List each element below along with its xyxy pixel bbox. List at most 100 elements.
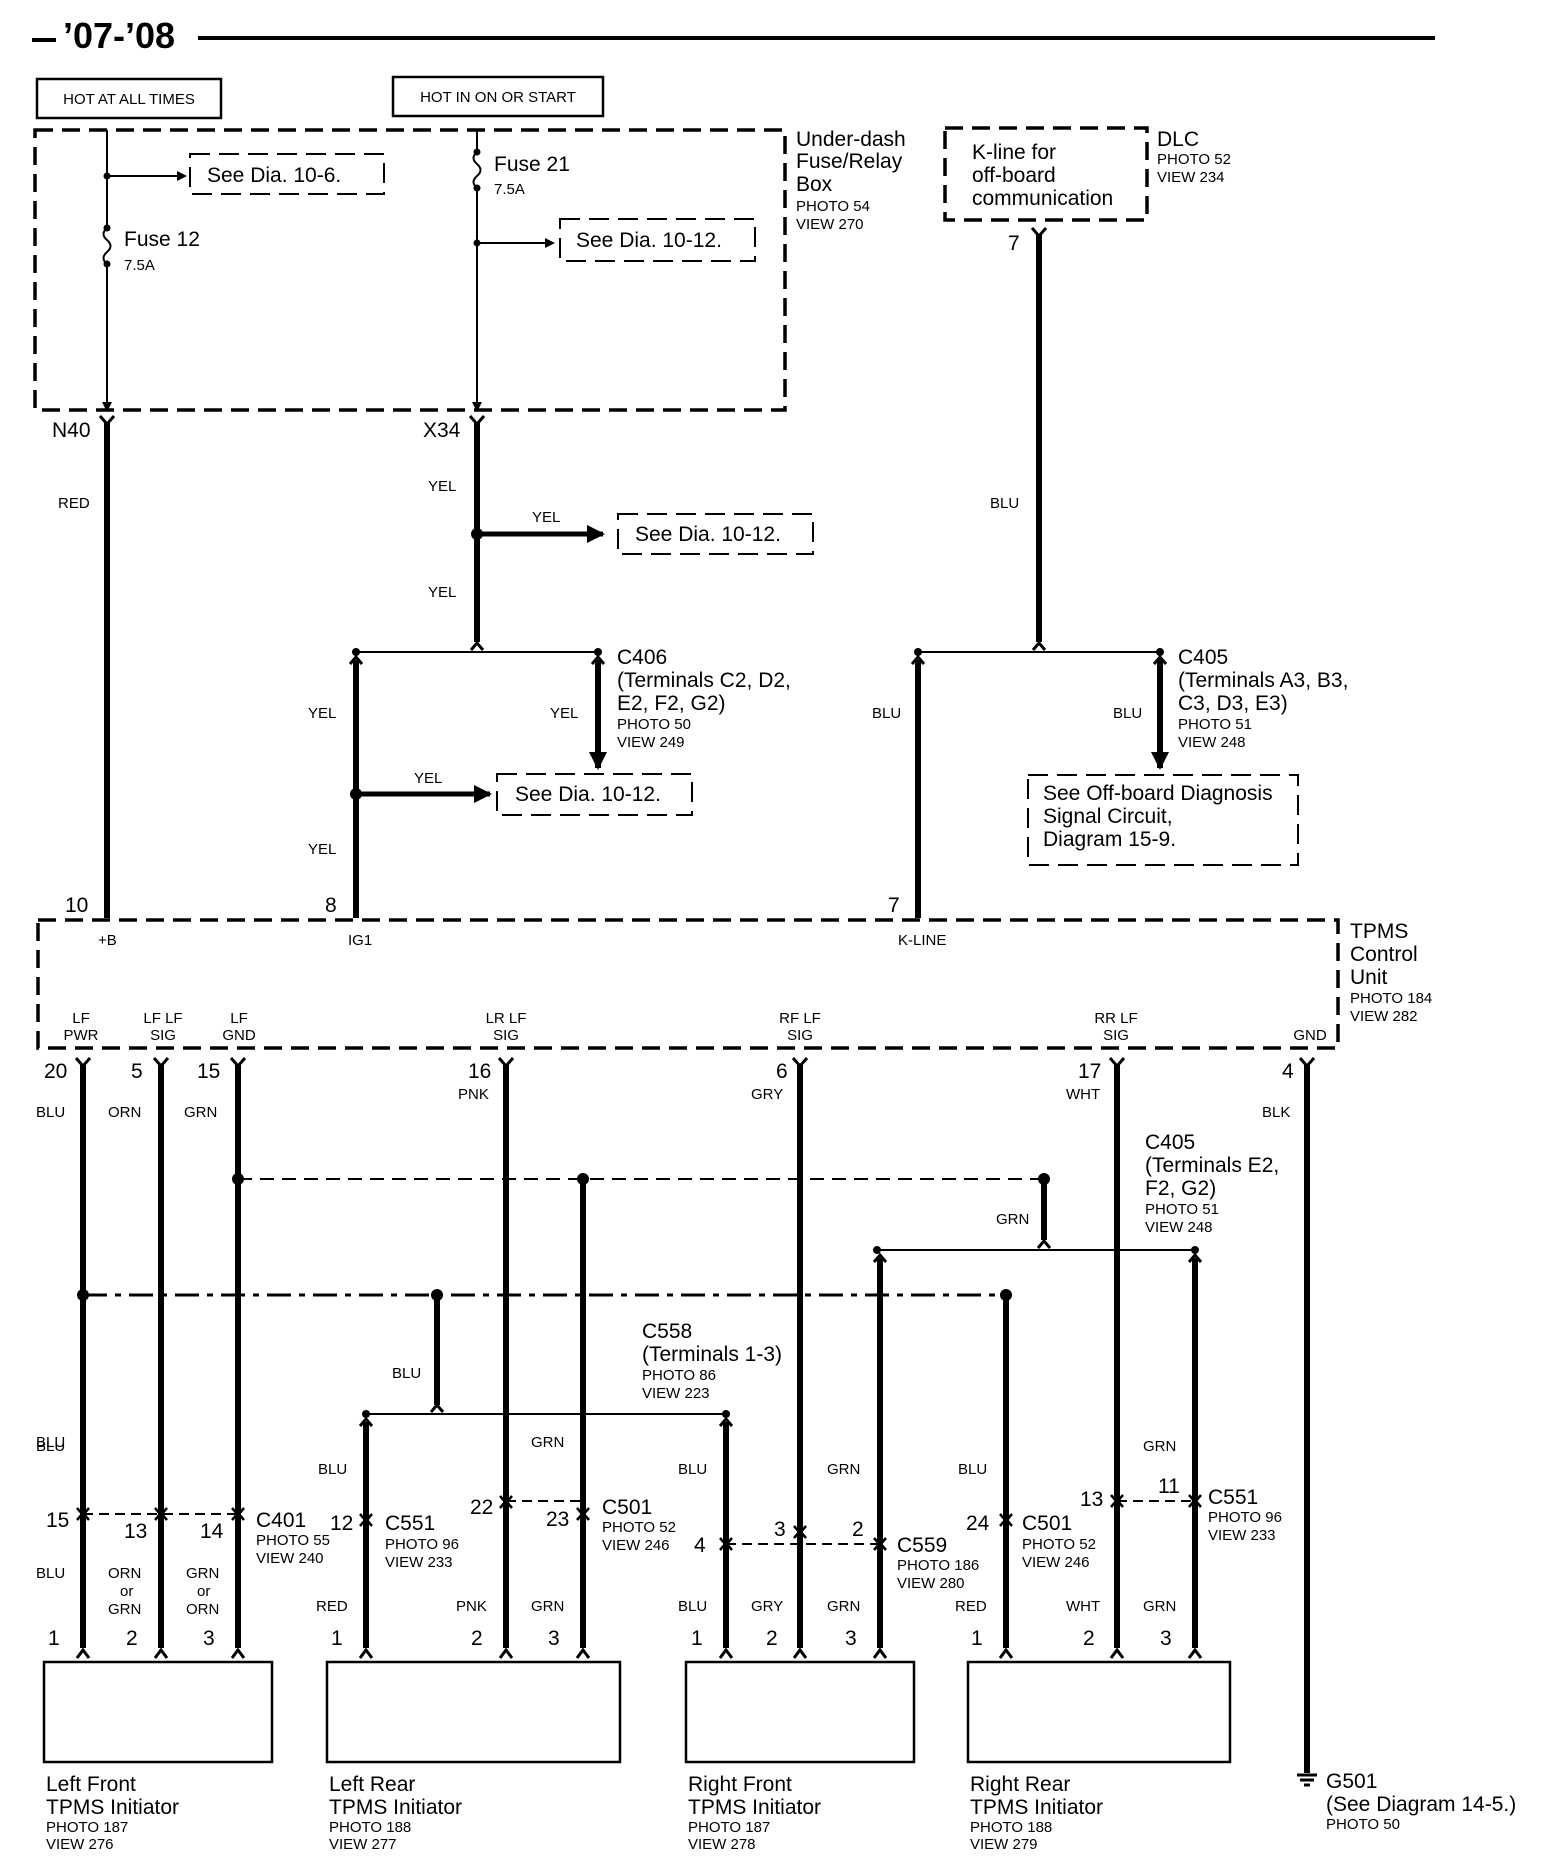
diagram-label: 1 (691, 1627, 703, 1650)
diagram-label: TPMS Initiator (329, 1796, 462, 1819)
c405b-name: C405 (1145, 1131, 1195, 1154)
diagram-label: TPMS (1350, 920, 1408, 943)
c501-right-name: C501 (1022, 1512, 1072, 1535)
diagram-label: Under-dash (796, 128, 906, 151)
diagram-label: 3 (845, 1627, 857, 1650)
diagram-label: (Terminals E2, (1145, 1154, 1279, 1177)
diagram-label: 1 (971, 1627, 983, 1650)
diagram-label: BLU (678, 1598, 707, 1615)
diagram-label: GRN (827, 1461, 860, 1478)
diagram-label: or (120, 1583, 133, 1600)
diagram-label: GRN (531, 1434, 564, 1451)
diagram-label: BLU (1113, 705, 1142, 722)
year-range: ’07-’08 (63, 15, 175, 56)
diagram-label: PHOTO 188 (329, 1819, 411, 1836)
diagram-label: 17 (1078, 1060, 1101, 1083)
dlc-connector: K-line for off-board communication DLC P… (943, 126, 1231, 255)
diagram-label: TPMS Initiator (46, 1796, 179, 1819)
diagram-label: PHOTO 52 (1157, 151, 1231, 168)
diagram-label: K-LINE (898, 932, 946, 949)
diagram-label: 4 (1282, 1060, 1294, 1083)
diagram-label: 2 (1083, 1627, 1095, 1650)
diagram-label: BLU (990, 495, 1019, 512)
diagram-label: (See Diagram 14-5.) (1326, 1793, 1516, 1816)
diagram-label: BLU (36, 1565, 65, 1582)
diagram-label: Box (796, 173, 833, 196)
diagram-label: 6 (776, 1060, 788, 1083)
hot-at-all-times-label: HOT AT ALL TIMES (35, 77, 223, 120)
diagram-label: 10 (65, 894, 88, 917)
diagram-label: RED (955, 1598, 987, 1615)
page-header: ’07-’08 (32, 15, 1435, 56)
diagram-label: VIEW 280 (897, 1575, 965, 1592)
terminal-n40: N40 (52, 419, 91, 442)
diagram-label: 14 (200, 1520, 224, 1543)
ig1-branch-ref: See Dia. 10-12. (515, 783, 661, 806)
diagram-label: GRN (531, 1598, 564, 1615)
diagram-label: HOT AT ALL TIMES (63, 91, 195, 108)
diagram-label: PHOTO 51 (1178, 716, 1252, 733)
diagram-label: or (197, 1583, 210, 1600)
initiator-right-front: 1 2 3 Right Front TPMS Initiator PHOTO 1… (684, 1627, 916, 1853)
c401-name: C401 (256, 1509, 306, 1532)
diagram-label: GRY (751, 1598, 783, 1615)
diagram-label: 3 (203, 1627, 215, 1650)
c559-name: C559 (897, 1534, 947, 1557)
diagram-label: ORN (108, 1565, 141, 1582)
ground-icon (1297, 1773, 1317, 1787)
diagram-label: VIEW 246 (1022, 1554, 1090, 1571)
diagram-label: GRN (1143, 1438, 1176, 1455)
diagram-label: TPMS Initiator (688, 1796, 821, 1819)
diagram-label: (Terminals A3, B3, (1178, 669, 1348, 692)
diagram-label: C3, D3, E3) (1178, 692, 1288, 715)
diagram-label: PHOTO 50 (1326, 1816, 1400, 1833)
diagram-label: 2 (852, 1518, 864, 1541)
diagram-label: PHOTO 186 (897, 1557, 979, 1574)
red-wire-plus-b: RED (58, 422, 110, 918)
diagram-label: VIEW 270 (796, 216, 864, 233)
diagram-label: F2, G2) (1145, 1177, 1216, 1200)
diagram-label: RR LF (1094, 1010, 1137, 1027)
diagram-label: 7 (1008, 232, 1020, 255)
diagram-label: Right Rear (970, 1773, 1070, 1796)
diagram-label: VIEW 278 (688, 1836, 756, 1853)
fuse12-name: Fuse 12 (124, 228, 200, 251)
diagram-label: PHOTO 50 (617, 716, 691, 733)
diagram-label: 22 (470, 1496, 493, 1519)
diagram-label: VIEW 277 (329, 1836, 397, 1853)
diagram-label: 15 (197, 1060, 220, 1083)
diagram-label: 2 (471, 1627, 483, 1650)
initiator-left-rear: 1 2 3 Left Rear TPMS Initiator PHOTO 188… (325, 1627, 622, 1853)
diagram-label: WHT (1066, 1598, 1100, 1615)
diagram-label: 11 (1158, 1475, 1180, 1498)
diagram-label: BLK (1262, 1104, 1290, 1121)
diagram-label: off-board (972, 164, 1056, 187)
diagram-label: Unit (1350, 966, 1388, 989)
c501-left-name: C501 (602, 1496, 652, 1519)
diagram-label: (Terminals C2, D2, (617, 669, 791, 692)
diagram-label: BLU (958, 1461, 987, 1478)
diagram-label: YEL (428, 584, 456, 601)
diagram-label: PHOTO 187 (688, 1819, 770, 1836)
fuse-12-circuit: See Dia. 10-6. Fuse 12 7.5A (102, 130, 385, 412)
diagram-label: VIEW 246 (602, 1537, 670, 1554)
diagram-label: Control (1350, 943, 1418, 966)
diagram-label: YEL (308, 705, 336, 722)
diagram-label: BLU (678, 1461, 707, 1478)
diagram-label: LF LF (143, 1010, 182, 1027)
diagram-label: 1 (331, 1627, 343, 1650)
diagram-label: Left Front (46, 1773, 136, 1796)
diagram-label: GRN (184, 1104, 217, 1121)
diagram-label: 8 (325, 894, 337, 917)
diagram-label: PHOTO 52 (1022, 1536, 1096, 1553)
diagram-label: SIG (1103, 1027, 1129, 1044)
c551-right-name: C551 (1208, 1486, 1258, 1509)
diagram-label: PHOTO 86 (642, 1367, 716, 1384)
diagram-label: +B (98, 932, 117, 949)
c405a-name: C405 (1178, 646, 1228, 669)
diagram-label: 3 (774, 1518, 786, 1541)
diagram-label: VIEW 223 (642, 1385, 710, 1402)
blu-wire-k-line: BLU BLU BLU C405 (Terminals A3, B3, C3, … (872, 234, 1348, 918)
diagram-label: PHOTO 54 (796, 198, 870, 215)
